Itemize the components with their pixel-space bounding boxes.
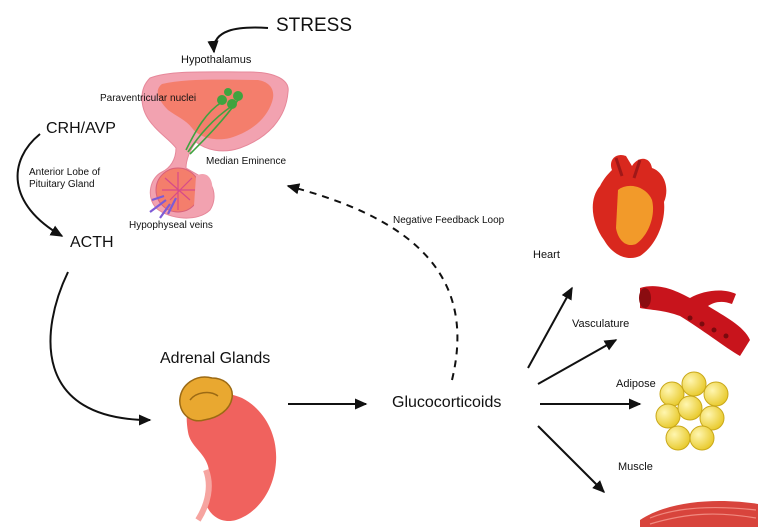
to-vasculature-arrow <box>538 340 616 384</box>
paraventricular-nuclei-label: Paraventricular nuclei <box>100 93 196 105</box>
acth-label: ACTH <box>70 234 114 252</box>
adrenal-kidney-illustration <box>180 377 276 521</box>
stress-to-hypothalamus-arrow <box>214 28 268 52</box>
vasculature-label: Vasculature <box>572 318 629 331</box>
glucocorticoids-label: Glucocorticoids <box>392 394 501 412</box>
stress-label: STRESS <box>276 15 352 37</box>
to-heart-arrow <box>528 288 572 368</box>
negative-feedback-label: Negative Feedback Loop <box>393 215 504 227</box>
heart-illustration <box>593 155 667 258</box>
muscle-illustration <box>640 501 758 527</box>
median-eminence-label: Median Eminence <box>206 156 286 168</box>
adipose-cells-illustration <box>656 372 728 450</box>
crh-avp-label: CRH/AVP <box>46 120 116 138</box>
to-muscle-arrow <box>538 426 604 492</box>
hypothalamus-label: Hypothalamus <box>181 54 251 67</box>
blood-vessel-illustration <box>639 286 750 356</box>
heart-label: Heart <box>533 249 560 262</box>
adrenal-glands-label: Adrenal Glands <box>160 350 270 368</box>
anterior-lobe-label: Anterior Lobe of Pituitary Gland <box>29 167 100 190</box>
hypophyseal-veins-label: Hypophyseal veins <box>129 220 213 232</box>
adipose-label: Adipose <box>616 378 656 391</box>
muscle-label: Muscle <box>618 461 653 474</box>
acth-to-adrenal-arrow <box>50 272 150 420</box>
